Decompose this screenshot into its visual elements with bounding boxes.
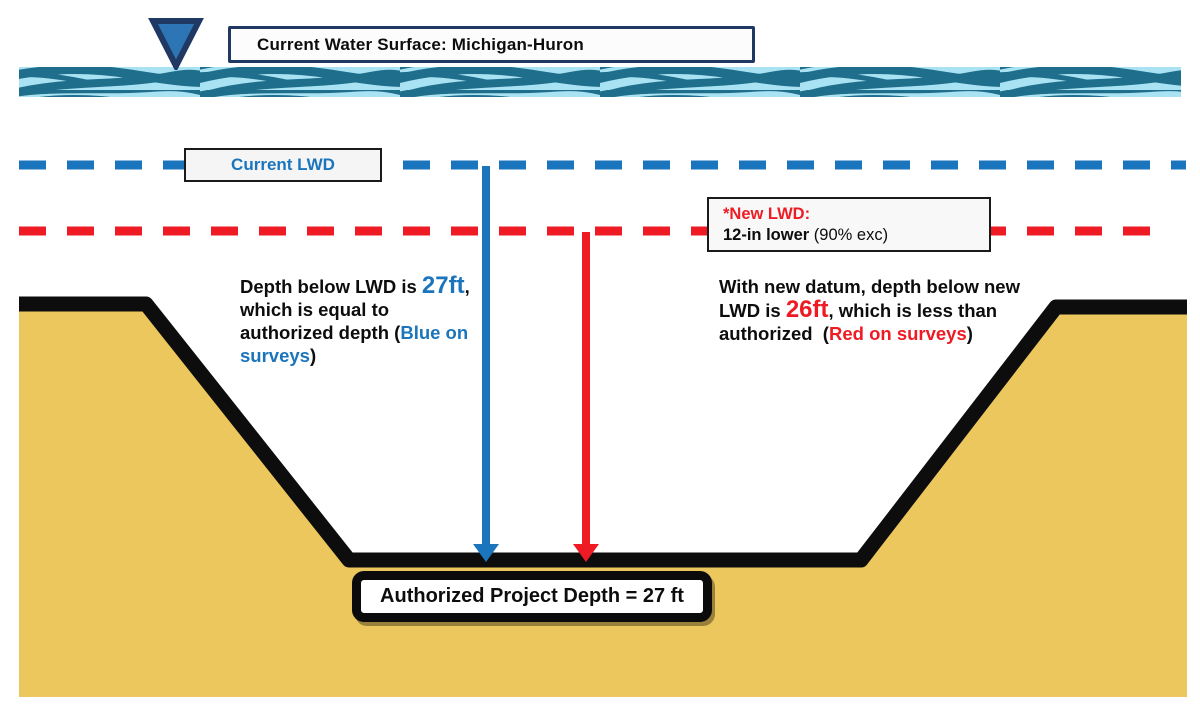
- authorized-depth-label: Authorized Project Depth = 27 ft: [380, 585, 684, 607]
- red-arrowhead-icon: [573, 544, 599, 562]
- new-lwd-label-box: *New LWD: 12-in lower (90% exc): [707, 197, 991, 252]
- water-surface-band: [19, 67, 1181, 97]
- blue-depth-arrow: [473, 166, 499, 562]
- channel-bed-outline: [19, 296, 1187, 568]
- blue-on-surveys-text: Blue on surveys: [240, 322, 469, 366]
- new-lwd-title: *New LWD:: [723, 205, 811, 223]
- water-surface-title-box: Current Water Surface: Michigan-Huron: [228, 26, 755, 63]
- current-lwd-label: Current LWD: [231, 155, 335, 174]
- right-depth-note: With new datum, depth below new LWD is 2…: [719, 276, 1020, 344]
- red-on-surveys-text: Red on surveys: [828, 323, 967, 344]
- authorized-depth-box: Authorized Project Depth = 27 ft: [352, 571, 712, 622]
- new-lwd-subtitle: 12-in lower (90% exc): [723, 226, 889, 244]
- channel-ground-fill: [19, 305, 1187, 697]
- water-level-marker-icon: [148, 18, 204, 70]
- water-surface-title: Current Water Surface: Michigan-Huron: [257, 34, 584, 54]
- current-lwd-label-box: Current LWD: [184, 148, 382, 182]
- depth-value-27ft: 27ft: [421, 272, 465, 299]
- left-depth-note: Depth below LWD is 27ft, which is equal …: [240, 272, 470, 367]
- ground-cross-section: [19, 296, 1187, 697]
- red-depth-arrow: [573, 232, 599, 562]
- blue-arrowhead-icon: [473, 544, 499, 562]
- depth-value-26ft: 26ft: [785, 296, 829, 323]
